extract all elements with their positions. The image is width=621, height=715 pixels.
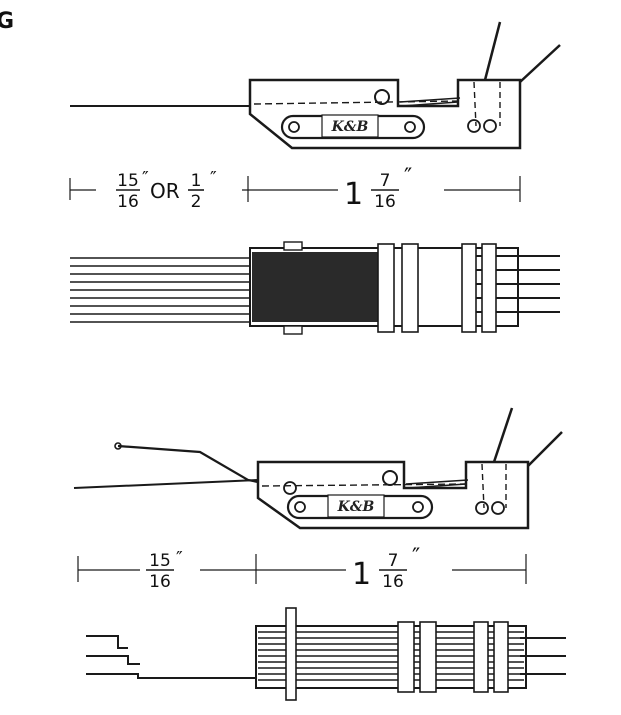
top-pushrod-2: [519, 44, 561, 83]
bottom-dim-left-num: 15: [149, 551, 171, 571]
top-dim-right-whole: 1: [344, 177, 363, 212]
top-plan-tab-2: [283, 325, 303, 335]
bottom-dim-left-mark: ″: [176, 548, 183, 569]
bottom-wire-eye-right: [491, 501, 505, 515]
bottom-dim-right-num: 7: [388, 551, 399, 571]
top-plan-clip-1: [377, 243, 395, 333]
bottom-slot-hole-right: [412, 501, 424, 513]
bottom-wire-hole: [283, 481, 297, 495]
bottom-plan-bent-wires: [86, 635, 256, 679]
top-hidden-line: [253, 100, 461, 105]
top-dim-left-label: 15 16 ″ OR 1 2 ″: [116, 168, 217, 212]
top-rails: [70, 257, 250, 323]
bottom-dim-right-mark: ″: [412, 545, 420, 570]
top-dim-a-mark: ″: [142, 168, 149, 189]
top-pushrod-1: [483, 21, 502, 81]
bottom-dim-left-label-bg: [140, 546, 200, 590]
bottom-plan-clip-4: [493, 621, 509, 693]
top-logo-text: K&B: [331, 119, 369, 135]
top-dim-right-mark: ″: [404, 165, 412, 190]
top-slot-hole-right: [404, 121, 416, 133]
bottom-dim-right-label-bg: [346, 542, 452, 592]
bottom-pivot-hole: [382, 470, 398, 486]
bottom-wire-eye-left: [475, 501, 489, 515]
top-plan-clip-4: [481, 243, 497, 333]
top-dim-right-num: 7: [380, 171, 391, 191]
top-dim-b-mark: ″: [210, 168, 217, 189]
top-pivot-hole: [374, 89, 390, 105]
top-dim-joiner: OR: [150, 179, 180, 203]
top-hidden-slot: [473, 81, 501, 127]
top-logo-plate: [321, 114, 379, 138]
bottom-dim-left-den: 16: [149, 572, 171, 592]
top-wire-eye-left: [467, 119, 481, 133]
bottom-bent-wire: [117, 444, 259, 484]
top-dim-left-label-bg: [96, 168, 242, 210]
bottom-connector-wire: [405, 479, 469, 489]
top-dim-right-label-bg: [338, 162, 444, 212]
top-plan-clip-2: [401, 243, 419, 333]
top-bellcrank-body: [248, 78, 522, 150]
top-plan-view: [70, 241, 560, 335]
top-dim-right-label: 1 7 16 ″: [344, 165, 412, 212]
bottom-plan-view: [86, 607, 566, 701]
bottom-bellcrank-body: [256, 460, 530, 530]
top-slot-hole-left: [288, 121, 300, 133]
top-dim-b-num: 1: [191, 171, 202, 191]
top-dimension: 15 16 ″ OR 1 2 ″ 1 7 16 ″: [69, 162, 521, 212]
top-connector-wire: [399, 97, 461, 107]
bottom-dimension: 15 16 ″ 1 7 16 ″: [77, 542, 527, 592]
bottom-side-view: K&B: [73, 407, 563, 530]
bottom-plan-clip-1: [397, 621, 415, 693]
bottom-plan-pin: [285, 607, 297, 701]
bottom-pushrod-1: [492, 407, 514, 463]
bottom-slot-hole-left: [294, 501, 306, 513]
bottom-music-wire: [73, 479, 259, 489]
bottom-hidden-slot: [481, 463, 507, 509]
bottom-logo-plate: [327, 494, 385, 518]
top-wire-eye-right: [483, 119, 497, 133]
bottom-dim-right-den: 16: [382, 572, 404, 592]
top-plan-clip-3: [461, 243, 477, 333]
top-plan-fill: [252, 252, 378, 322]
bottom-logo-text: K&B: [337, 499, 375, 515]
top-dim-b-den: 2: [191, 192, 202, 212]
top-plan-tab-1: [283, 241, 303, 251]
bottom-plan-clip-3: [473, 621, 489, 693]
top-dim-right-den: 16: [374, 192, 396, 212]
bottom-bent-wire-end: [114, 442, 122, 450]
bottom-dim-left-label: 15 16 ″: [146, 548, 183, 592]
bottom-pushrod-2: [527, 431, 563, 467]
top-side-view: K&B: [70, 21, 561, 150]
bottom-dim-right-whole: 1: [352, 557, 371, 592]
bottom-plan-clip-2: [419, 621, 437, 693]
top-dim-a-den: 16: [117, 192, 139, 212]
corner-mark: G: [0, 9, 14, 34]
bottom-dim-right-label: 1 7 16 ″: [352, 545, 420, 592]
top-dim-a-num: 15: [117, 171, 139, 191]
